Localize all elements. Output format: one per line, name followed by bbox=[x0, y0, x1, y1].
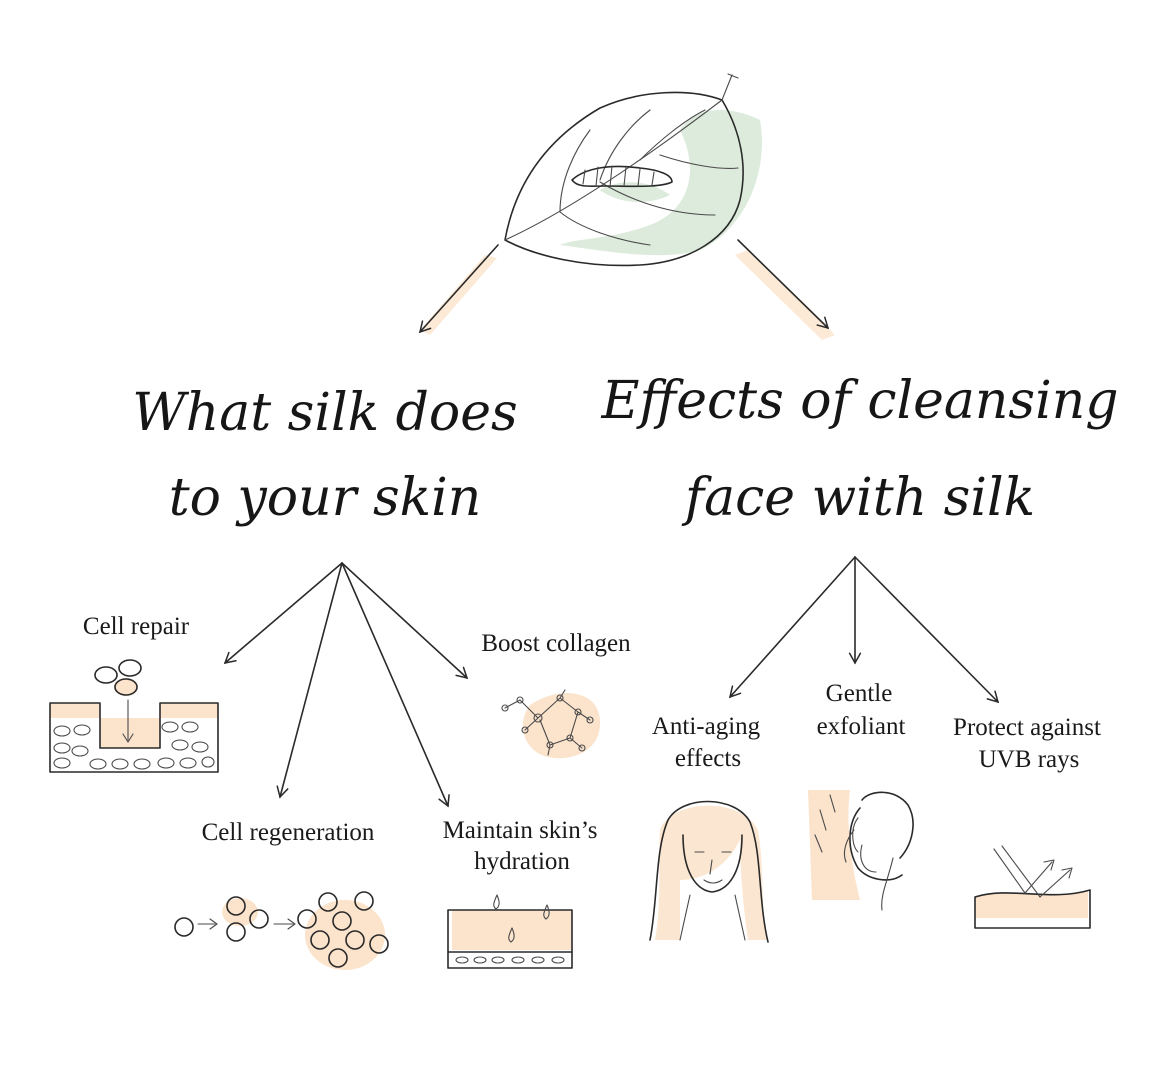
woman-face-icon bbox=[649, 800, 769, 943]
right-branch-title-line2: face with silk bbox=[681, 468, 1035, 528]
cell-repair-label: Cell repair bbox=[83, 613, 190, 640]
boost-collagen-label: Boost collagen bbox=[481, 630, 631, 657]
arrow-to-left-branch bbox=[418, 244, 499, 335]
cell-regeneration-label: Cell regeneration bbox=[202, 819, 375, 846]
uv-ray-reflection-icon bbox=[974, 845, 1091, 929]
hand-on-face-icon bbox=[808, 790, 914, 911]
uvb-label-line1: Protect against bbox=[953, 714, 1101, 741]
left-branch-title-line1: What silk does bbox=[132, 383, 517, 443]
arrow-to-right-branch bbox=[735, 239, 835, 340]
cell-division-icon bbox=[174, 891, 389, 970]
anti-aging-label-line2: effects bbox=[675, 745, 741, 772]
collagen-molecule-icon bbox=[501, 689, 601, 759]
right-branch-arrows bbox=[728, 556, 1000, 704]
exfoliant-label-line2: exfoliant bbox=[817, 713, 906, 740]
skin-cell-repair-icon bbox=[49, 659, 219, 773]
exfoliant-label-line1: Gentle bbox=[826, 680, 893, 707]
uvb-label-line2: UVB rays bbox=[979, 746, 1080, 773]
left-branch-arrows bbox=[223, 562, 469, 808]
left-branch-title-line2: to your skin bbox=[169, 468, 482, 528]
hydration-label-line1: Maintain skin’s bbox=[443, 817, 598, 844]
right-branch-title-line1: Effects of cleansing bbox=[600, 371, 1118, 431]
hydration-label-line2: hydration bbox=[474, 848, 570, 875]
anti-aging-label-line1: Anti-aging bbox=[652, 713, 761, 740]
hydrated-skin-layer-icon bbox=[447, 894, 573, 969]
mulberry-leaf-with-silkworm-icon bbox=[504, 73, 762, 267]
